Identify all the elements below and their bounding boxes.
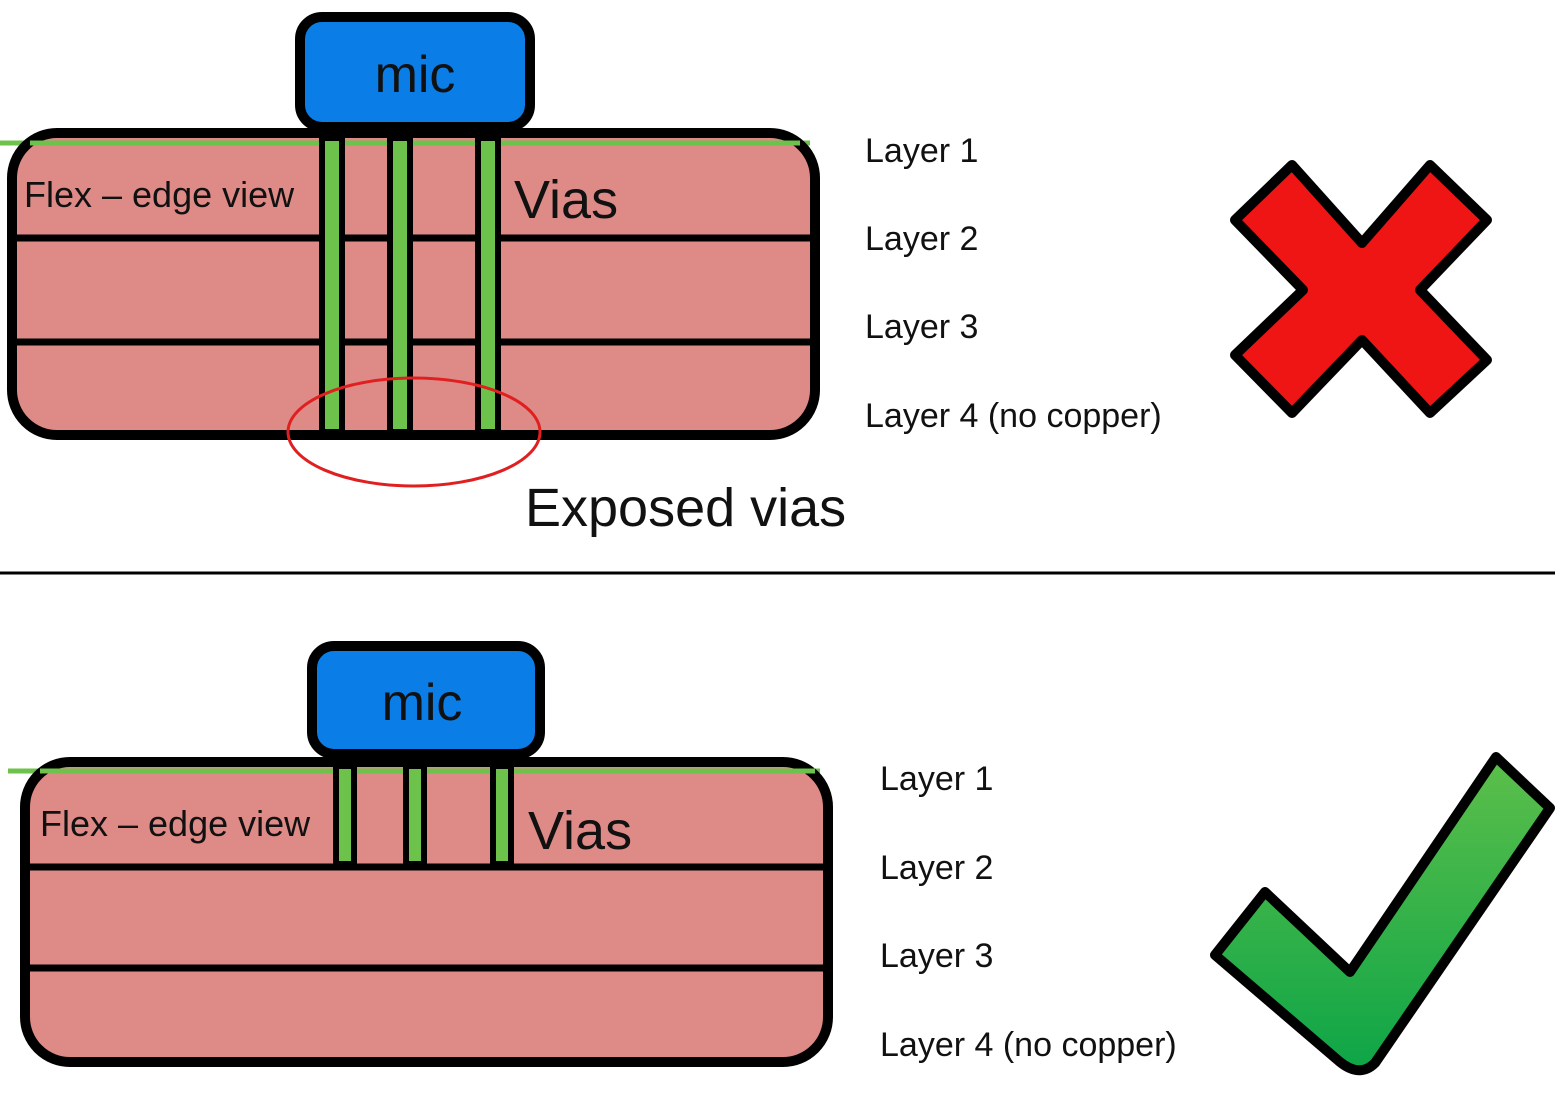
- via: [387, 135, 413, 435]
- layer-label: Layer 4 (no copper): [865, 397, 1162, 435]
- layer-label: Layer 3: [880, 937, 993, 975]
- exposed-vias-highlight: [286, 376, 542, 488]
- layer-label: Layer 1: [880, 760, 993, 798]
- checkmark-icon: [1210, 752, 1555, 1076]
- vias-group: [319, 135, 501, 435]
- flex-label: Flex – edge view: [40, 803, 311, 844]
- exposed-vias-annotation: Exposed vias: [525, 478, 846, 538]
- layer-label: Layer 2: [880, 849, 993, 887]
- via: [490, 763, 514, 867]
- layer-label: Layer 4 (no copper): [880, 1026, 1177, 1064]
- flex-body: [20, 757, 833, 1067]
- vias-label: Vias: [528, 801, 632, 861]
- via: [333, 763, 357, 867]
- vias-label: Vias: [514, 170, 618, 230]
- panel-good: mic Flex – edge view Vias Layer 1 Layer …: [8, 641, 1555, 1076]
- via: [403, 763, 427, 867]
- panel-bad: mic Flex – edge view Vias Exposed vias L…: [0, 12, 1492, 538]
- mic-component: [307, 641, 545, 759]
- layer-label: Layer 2: [865, 220, 978, 258]
- cross-icon: [1230, 160, 1492, 418]
- mic-component: [295, 12, 535, 132]
- via: [475, 135, 501, 435]
- mic-label: mic: [382, 674, 463, 732]
- flex-label: Flex – edge view: [24, 174, 295, 215]
- mic-label: mic: [375, 46, 456, 104]
- vias-group: [333, 763, 514, 867]
- layer-label: Layer 3: [865, 308, 978, 346]
- flex-body: [7, 128, 820, 440]
- via: [319, 135, 345, 435]
- layer-label: Layer 1: [865, 132, 978, 170]
